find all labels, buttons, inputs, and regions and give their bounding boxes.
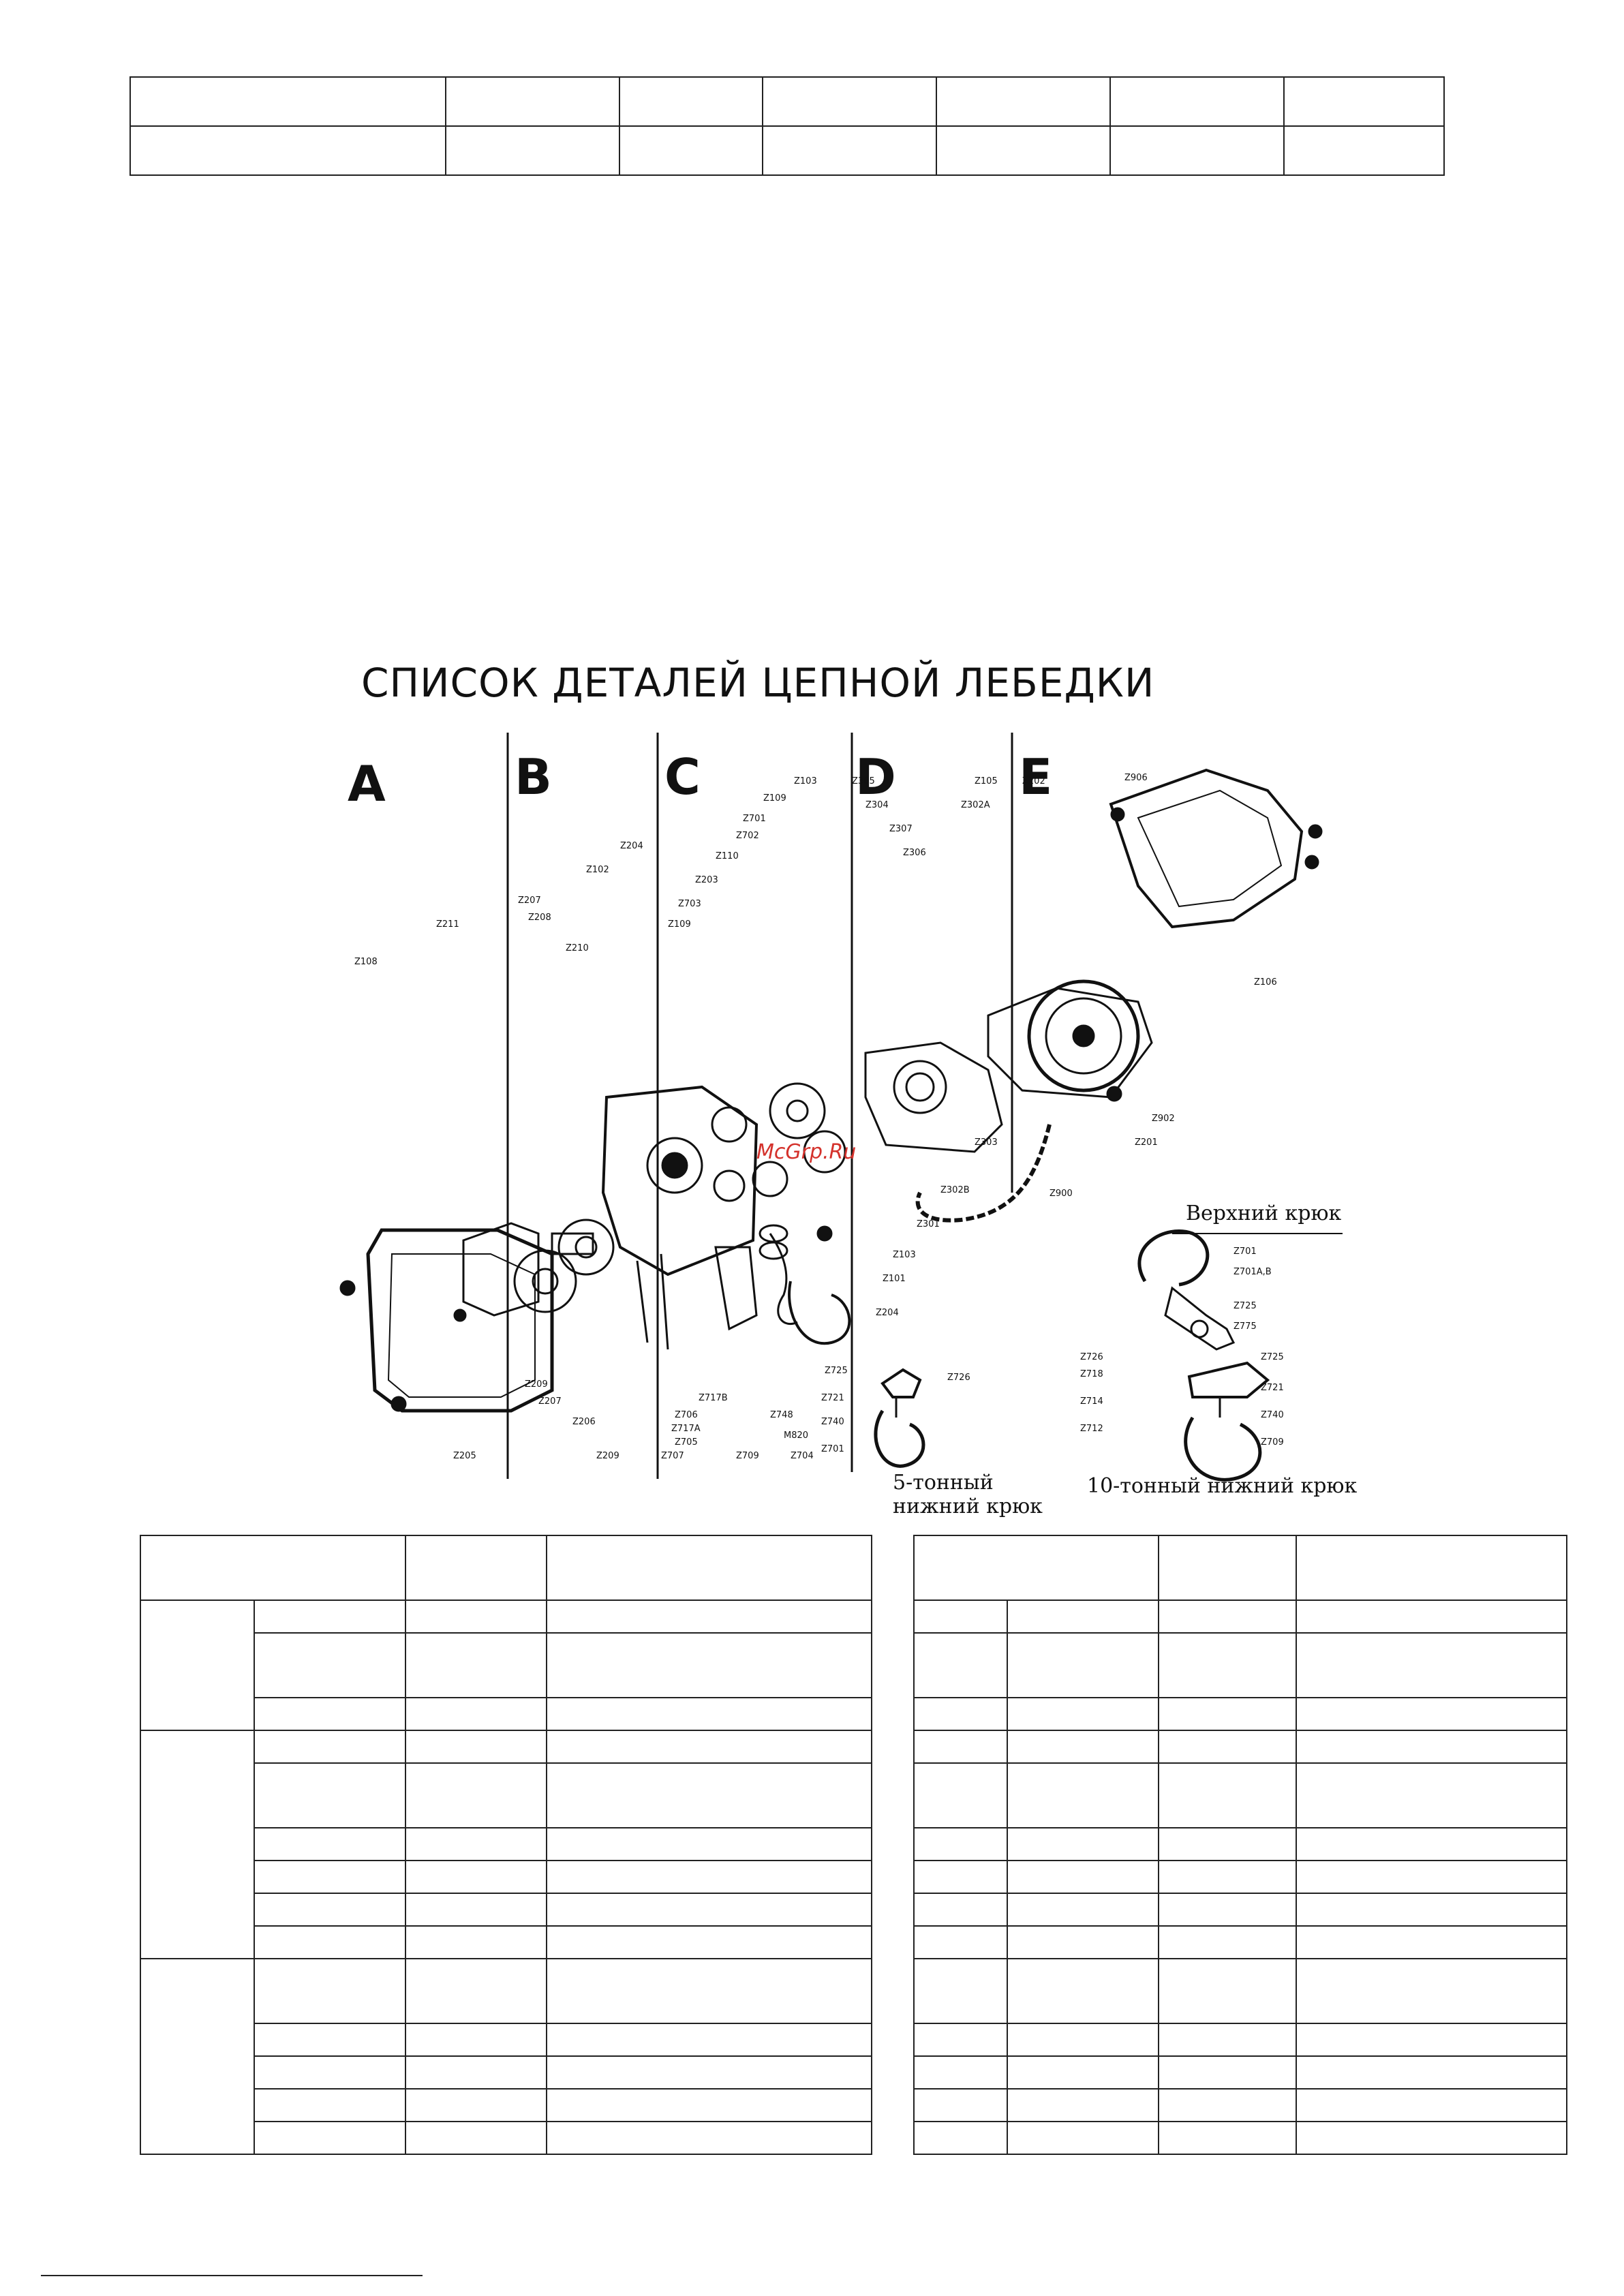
parts-table-left [140,1535,872,2155]
part-label: Z775 [1234,1321,1257,1332]
part-label: Z210 [566,943,589,953]
part-label: Z306 [903,848,926,858]
page-title: СПИСОК ДЕТАЛЕЙ ЦЕПНОЙ ЛЕБЕДКИ [361,660,1155,706]
part-label: Z307 [889,824,913,834]
section-label-a: A [348,755,386,812]
part-label: Z717B [699,1393,728,1403]
part-label: Z205 [453,1451,476,1461]
section-label-e: E [1019,748,1052,806]
watermark-text: McGrp.Ru [756,1140,856,1164]
part-label: Z740 [821,1417,844,1427]
part-label: Z209 [596,1451,619,1461]
part-label: Z740 [1261,1410,1284,1420]
part-label: Z902 [1152,1114,1175,1124]
part-label: Z701 [1234,1246,1257,1257]
part-label: Z721 [1261,1383,1284,1393]
part-label: Z302B [940,1185,970,1195]
part-label: Z304 [865,800,889,810]
part-label: Z101 [883,1274,906,1284]
part-label: Z305 [852,776,875,786]
part-label: Z202 [1022,776,1045,786]
part-label: Z705 [675,1437,698,1448]
part-label: Z701 [743,814,766,824]
part-label: Z109 [763,793,786,803]
part-label: Z900 [1050,1189,1073,1199]
part-label: Z302A [961,800,990,810]
part-label: Z301 [917,1219,940,1229]
part-label: Z709 [736,1451,759,1461]
part-label: Z105 [975,776,998,786]
part-label: Z748 [770,1410,793,1420]
part-label: Z726 [947,1373,970,1383]
part-label: Z103 [893,1250,916,1260]
part-label: Z204 [876,1308,899,1318]
part-label: Z709 [1261,1437,1284,1448]
part-label: Z201 [1135,1137,1158,1148]
part-label: Z204 [620,841,643,851]
part-label: Z110 [716,851,739,861]
part-label: Z725 [1234,1301,1257,1311]
part-label: Z706 [675,1410,698,1420]
parts-table-right [913,1535,1567,2155]
part-label: Z725 [825,1366,848,1376]
part-label: Z106 [1254,977,1277,988]
hoist-exploded-diagram: A B C D E McGrp.Ru Z108 Z211 Z207 Z208 Z… [339,733,1358,1518]
part-label: Z725 [1261,1352,1284,1362]
part-label: Z707 [661,1451,684,1461]
header-table [129,76,1445,176]
part-label: Z712 [1080,1424,1103,1434]
upper-hook-caption: Верхний крюк [1186,1201,1342,1225]
hook-5t-caption-line1: 5-тонный [893,1471,994,1495]
part-label: Z717A [671,1424,701,1434]
part-label: Z108 [354,957,378,967]
part-label: Z721 [821,1393,844,1403]
part-label: Z208 [528,913,551,923]
part-label: Z211 [436,919,459,930]
part-label: Z207 [538,1396,562,1407]
part-label: Z209 [525,1379,548,1390]
part-label: Z109 [668,919,691,930]
part-label: Z701A,B [1234,1267,1272,1277]
section-label-b: B [515,748,552,806]
part-label: Z726 [1080,1352,1103,1362]
part-label: M820 [784,1430,808,1441]
part-label: Z203 [695,875,718,885]
part-label: Z718 [1080,1369,1103,1379]
section-label-c: C [664,748,701,806]
part-label: Z703 [678,899,701,909]
hook-10t-caption: 10-тонный нижний крюк [1087,1474,1358,1498]
hook-5t-caption-line2: нижний крюк [893,1495,1043,1518]
part-label: Z102 [586,865,609,875]
part-label: Z702 [736,831,759,841]
part-label: Z206 [572,1417,596,1427]
part-label: Z103 [794,776,817,786]
part-label: Z714 [1080,1396,1103,1407]
part-label: Z704 [791,1451,814,1461]
footnote-divider [41,2275,423,2276]
part-label: Z701 [821,1444,844,1454]
part-label: Z906 [1124,773,1148,783]
section-label-d: D [855,748,896,806]
part-label: Z207 [518,896,541,906]
part-label: Z303 [975,1137,998,1148]
